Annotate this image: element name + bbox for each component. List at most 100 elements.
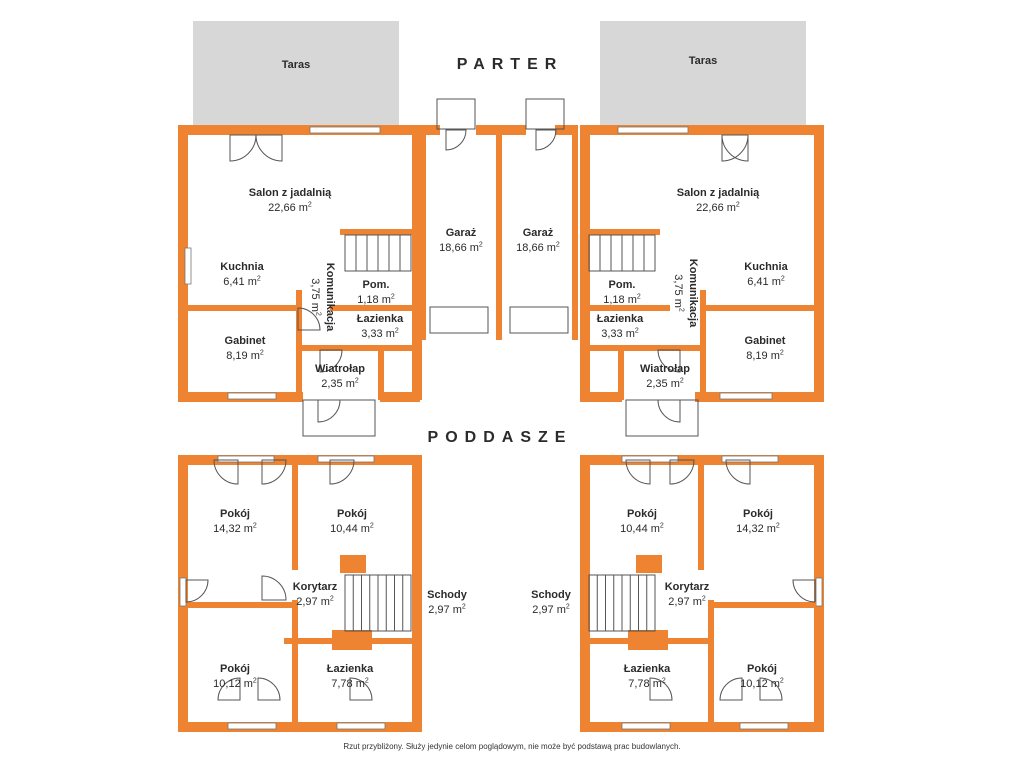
terrace-label-right: Taras [688, 55, 718, 67]
wall-segment-36 [332, 630, 372, 650]
wall-segment-3 [380, 392, 420, 402]
wall-segment-42 [698, 460, 704, 570]
terrace-right [600, 21, 806, 125]
garage-rear-door-11 [525, 98, 565, 130]
stair-steps-7 [344, 234, 412, 272]
entrance-steps-8 [302, 399, 376, 437]
stair-steps-21 [588, 234, 656, 272]
garage-door-14 [429, 306, 489, 334]
wall-segment-34 [188, 602, 292, 608]
attic-heading: PODDASZE [427, 429, 573, 446]
wall-segment-43 [708, 600, 714, 730]
ground-floor-heading: PARTER [456, 56, 564, 73]
wall-segment-11 [420, 125, 426, 340]
room-label-utility-left: Pom.1,18 m2 [357, 279, 395, 306]
footer-disclaimer: Rzut przybliżony. Służy jedynie celom po… [343, 742, 681, 751]
terrace-label-left: Taras [281, 59, 311, 71]
window-28 [179, 577, 187, 607]
stair-steps-29 [344, 574, 412, 632]
wall-segment-30 [178, 722, 420, 732]
wall-segment-47 [636, 555, 662, 573]
door-swing-34 [261, 575, 287, 601]
window-1 [309, 126, 381, 134]
door-swing-31 [261, 459, 287, 485]
door-swing-47 [792, 579, 816, 603]
wall-segment-46 [628, 630, 668, 650]
wall-segment-19 [580, 125, 590, 400]
garage-rear-door-10 [436, 98, 476, 130]
wall-segment-26 [584, 305, 670, 311]
door-swing-23 [657, 399, 681, 423]
wall-segment-18 [814, 125, 824, 400]
garage-door-15 [509, 306, 569, 334]
window-41 [739, 722, 789, 730]
wall-segment-24 [584, 345, 704, 351]
door-swing-12 [445, 129, 467, 151]
wall-segment-7 [296, 345, 416, 351]
wall-segment-14 [420, 125, 440, 135]
wall-segment-20 [580, 392, 622, 402]
wall-segment-37 [340, 555, 366, 573]
window-2 [227, 392, 277, 400]
window-26 [227, 722, 277, 730]
wall-segment-41 [580, 455, 590, 732]
door-swing-50 [649, 677, 673, 701]
door-swing-19 [721, 134, 749, 162]
wall-segment-13 [572, 125, 578, 340]
window-17 [719, 392, 773, 400]
door-swing-48 [719, 677, 743, 701]
window-16 [617, 126, 689, 134]
door-swing-45 [669, 459, 695, 485]
wall-segment-22 [705, 305, 815, 311]
door-swing-30 [213, 459, 239, 485]
door-swing-35 [217, 677, 241, 701]
room-label-utility-right: Pom.1,18 m2 [603, 279, 641, 306]
wall-segment-27 [584, 229, 660, 235]
wall-segment-12 [496, 125, 502, 340]
wall-segment-0 [178, 125, 420, 135]
stair-steps-43 [588, 574, 656, 632]
wall-segment-15 [476, 125, 526, 135]
door-swing-49 [759, 677, 783, 701]
window-27 [336, 722, 386, 730]
wall-segment-16 [555, 125, 578, 135]
door-swing-37 [349, 677, 373, 701]
window-24 [217, 455, 275, 463]
door-swing-33 [185, 579, 209, 603]
entrance-steps-22 [625, 399, 699, 437]
door-swing-3 [229, 134, 257, 162]
wall-segment-1 [178, 125, 188, 400]
wall-segment-5 [188, 305, 298, 311]
wall-segment-44 [712, 602, 816, 608]
wall-segment-33 [292, 600, 298, 730]
door-swing-6 [297, 307, 321, 331]
door-swing-4 [255, 134, 283, 162]
wall-segment-8 [378, 345, 384, 400]
door-swing-32 [329, 459, 355, 485]
wall-segment-17 [580, 125, 824, 135]
wall-segment-9 [330, 305, 416, 311]
door-swing-36 [257, 677, 281, 701]
door-swing-13 [535, 129, 557, 151]
